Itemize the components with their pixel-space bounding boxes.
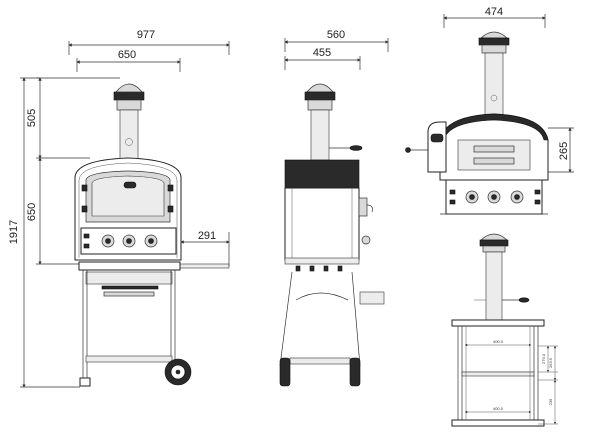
side-oven-body bbox=[284, 159, 373, 272]
cart-detail-view: 400.0 400.0 279.0 263.5 239 bbox=[451, 233, 558, 427]
dim-560-label: 560 bbox=[327, 29, 345, 41]
dim-650-height-label: 650 bbox=[26, 203, 38, 221]
dim-263-label: 263.5 bbox=[548, 357, 553, 368]
dim-400-top-label: 400.0 bbox=[493, 339, 504, 344]
front-view: 977 650 1917 505 650 bbox=[8, 29, 230, 388]
front-cart bbox=[78, 261, 192, 387]
dim-291-label: 291 bbox=[198, 230, 216, 242]
detail-chimney bbox=[478, 31, 510, 118]
dim-505-label: 505 bbox=[26, 109, 38, 127]
front-oven-body bbox=[74, 157, 182, 261]
dim-474-label: 474 bbox=[485, 6, 503, 18]
oven-detail-view: 474 bbox=[405, 6, 574, 215]
dim-239-label: 239 bbox=[548, 398, 553, 405]
dim-650-width-label: 650 bbox=[118, 49, 136, 61]
dim-977-label: 977 bbox=[137, 29, 155, 41]
front-chimney bbox=[113, 83, 145, 161]
front-side-shelf: 291 bbox=[178, 230, 230, 269]
dim-455-label: 455 bbox=[313, 47, 331, 59]
side-chimney bbox=[304, 83, 363, 161]
side-view: 560 455 bbox=[279, 29, 389, 387]
detail-oven-body bbox=[405, 113, 549, 215]
dim-400-bottom-label: 400.0 bbox=[493, 406, 504, 411]
dim-1917-label: 1917 bbox=[8, 220, 20, 244]
dim-265-label: 265 bbox=[558, 142, 570, 160]
cart-detail-frame bbox=[451, 319, 545, 427]
dim-279-label: 279.0 bbox=[541, 353, 546, 364]
cart-detail-chimney bbox=[474, 233, 530, 321]
side-cart bbox=[279, 271, 385, 387]
